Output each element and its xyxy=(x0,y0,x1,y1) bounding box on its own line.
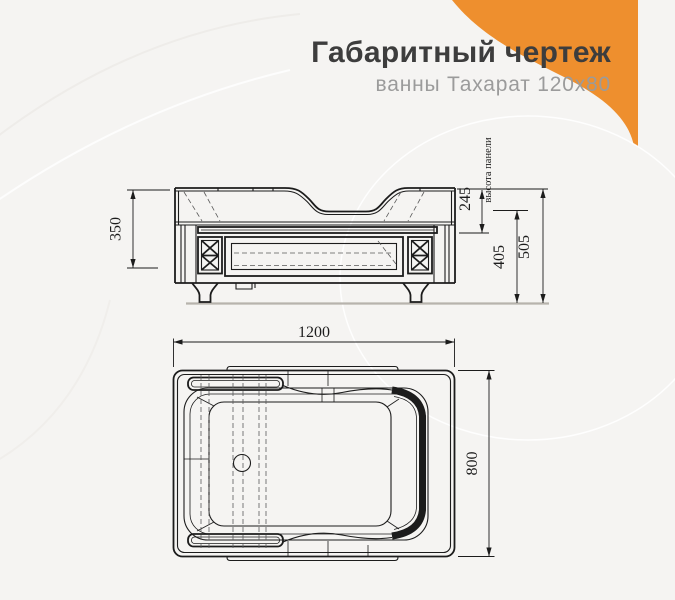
faint-curve-2 xyxy=(0,69,291,201)
page-subtitle: ванны Тахарат 120х80 xyxy=(375,73,611,96)
faint-curve-3 xyxy=(0,299,111,460)
page-title: Габаритный чертеж xyxy=(311,36,611,69)
dimension-245: 245 xyxy=(457,187,485,233)
dimension-505: 505 xyxy=(516,189,546,303)
leg-right xyxy=(402,282,430,303)
white-blob xyxy=(339,115,675,441)
panel-top-rail xyxy=(197,226,438,234)
dimension-1200: 1200 xyxy=(173,324,455,367)
front-view xyxy=(174,187,549,305)
dim-800-label: 800 xyxy=(464,452,481,476)
lattice-right xyxy=(407,236,433,275)
dim-1200-label: 1200 xyxy=(298,324,330,341)
dimension-405: 405 xyxy=(491,210,520,303)
dimension-800: 800 xyxy=(458,370,495,557)
faint-curve-1 xyxy=(0,13,301,136)
drain-circle xyxy=(232,453,252,473)
dim-350-label: 350 xyxy=(108,217,125,241)
drain-detail xyxy=(235,283,256,290)
front-view-dimensions: 350 245 высота панели 405 xyxy=(108,137,548,303)
leg-left xyxy=(191,282,219,303)
panel-height-label: высота панели xyxy=(483,137,494,203)
dim-405-label: 405 xyxy=(491,245,508,269)
lattice-left xyxy=(197,236,223,275)
top-view-dimensions: 1200 800 xyxy=(173,324,495,557)
dim-505-label: 505 xyxy=(516,235,533,259)
front-panel xyxy=(224,236,404,277)
header: Габаритный чертеж ванны Тахарат 120х80 xyxy=(311,36,611,96)
headrest-band xyxy=(391,386,426,540)
dim-245-label: 245 xyxy=(457,187,474,211)
top-view xyxy=(172,365,456,562)
dimension-350: 350 xyxy=(108,189,170,269)
orange-corner-shape xyxy=(452,0,638,160)
grab-bar-top xyxy=(187,376,284,391)
